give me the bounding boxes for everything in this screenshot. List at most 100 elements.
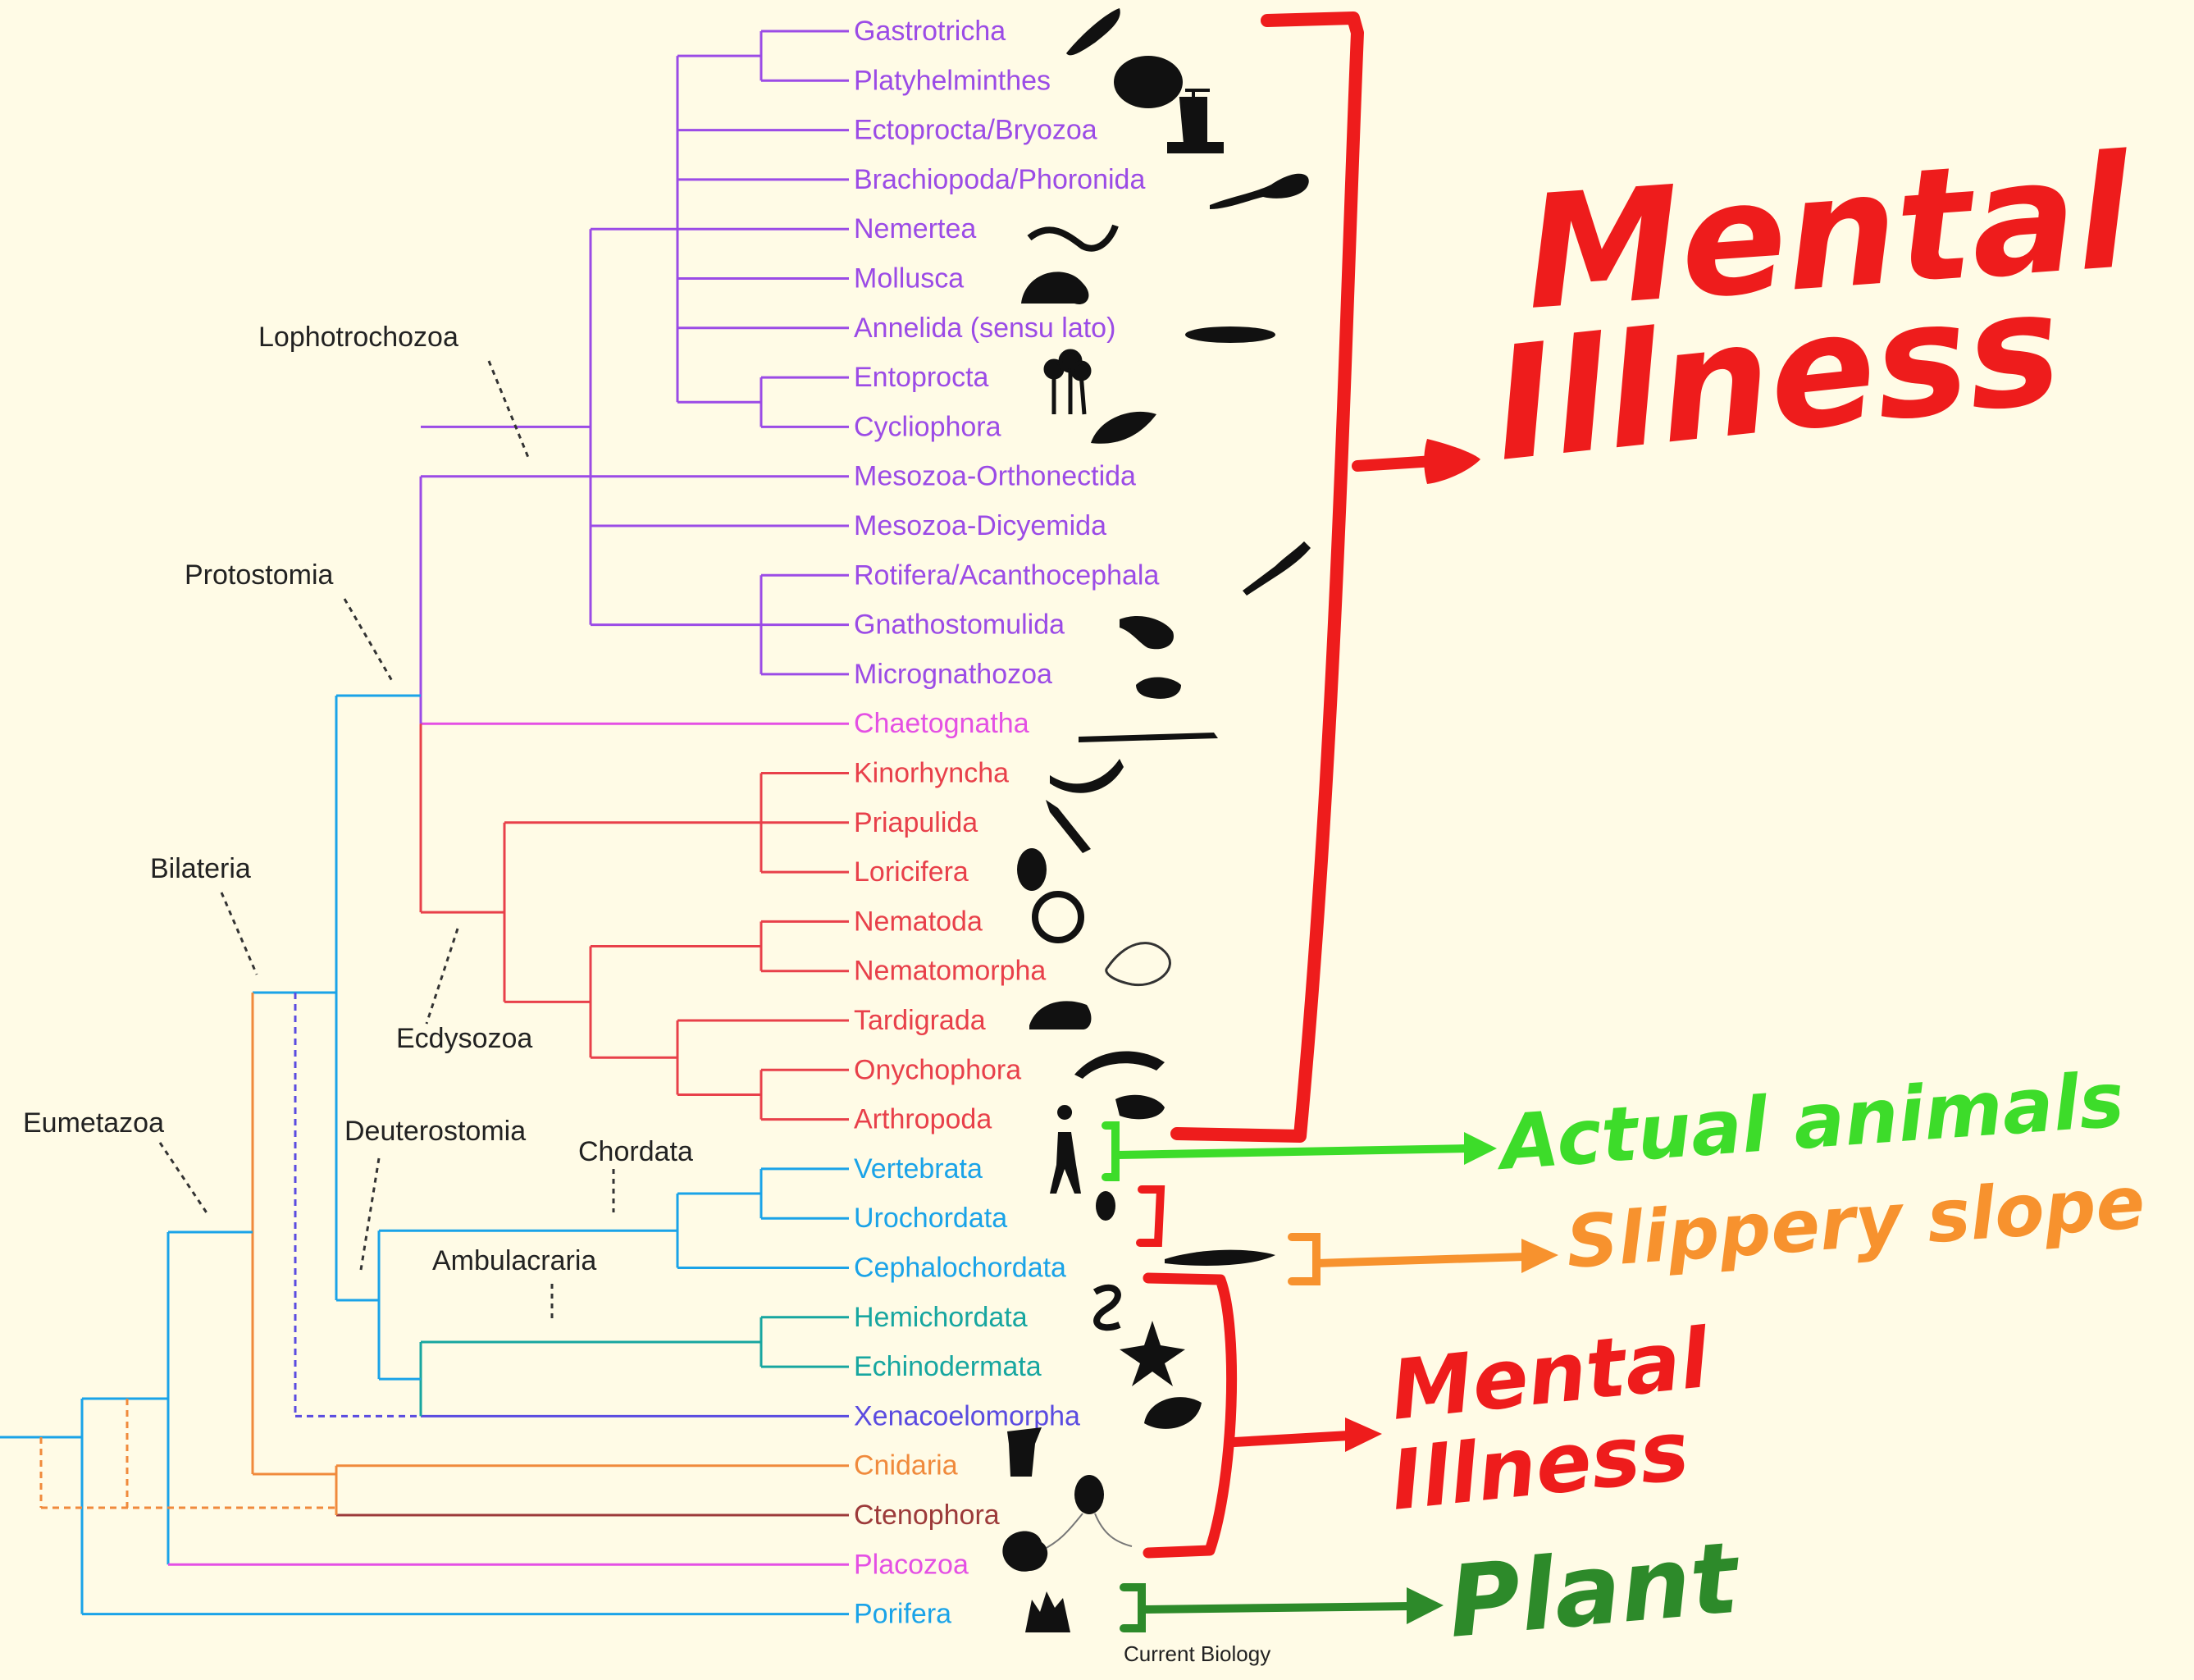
taxon-label: Gnathostomulida [854, 609, 1065, 641]
platyhelminthes-silhouette-icon [1114, 56, 1183, 108]
taxon-label: Placozoa [854, 1549, 969, 1580]
annotation-slippery-slope: Slippery slope [1563, 1160, 2147, 1285]
cephalochordata-silhouette-icon [1165, 1249, 1275, 1266]
taxon-label: Mollusca [854, 263, 964, 294]
taxon-label: Priapulida [854, 807, 978, 838]
taxon-label: Hemichordata [854, 1302, 1028, 1333]
taxon-label: Cephalochordata [854, 1253, 1066, 1284]
clade-label: Lophotrochozoa [258, 322, 458, 353]
placozoa-silhouette-icon [1002, 1531, 1048, 1572]
clade-label: Bilateria [150, 853, 251, 884]
taxon-label: Kinorhyncha [854, 758, 1009, 789]
entoprocta-silhouette-icon [1043, 349, 1092, 415]
gastrotricha-silhouette-icon [1066, 8, 1120, 56]
clade-leader-line [359, 1157, 381, 1271]
clade-label: Chordata [578, 1136, 693, 1167]
annotation-bracket-actual-animals [1102, 1121, 1120, 1181]
annotation-arrow-plant [1138, 1602, 1415, 1614]
annotation-arrow-slippery-slope [1312, 1253, 1530, 1267]
organism-silhouettes [1002, 8, 1311, 1632]
taxon-labels: GastrotrichaPlatyhelminthesEctoprocta/Br… [23, 16, 1159, 1630]
clade-label: Ecdysozoa [396, 1023, 532, 1054]
onychophora-silhouette-icon [1074, 1051, 1165, 1079]
kinorhyncha-silhouette-icon [1050, 759, 1124, 793]
taxon-label: Micrognathozoa [854, 659, 1052, 690]
annotation-arrowhead-actual-animals-icon [1464, 1132, 1497, 1165]
annotation-arrow-mental-illness-2 [1229, 1431, 1354, 1447]
echinodermata-starfish-icon [1120, 1321, 1185, 1386]
annotation-mental-illness-1-line1: Mental [1520, 121, 2138, 345]
taxon-label: Xenacoelomorpha [854, 1400, 1080, 1431]
annotation-bracket-urochordata [1136, 1185, 1165, 1247]
figure-credit: Current Biology [1124, 1641, 1270, 1666]
hand-drawn-annotations: Mental Illness Actual animals Slippery s… [1102, 11, 2147, 1660]
taxon-label: Mesozoa-Orthonectida [854, 461, 1136, 492]
clade-label: Protostomia [185, 559, 333, 591]
taxon-label: Mesozoa-Dicyemida [854, 510, 1106, 541]
tardigrada-silhouette-icon [1029, 1001, 1092, 1029]
clade-label: Deuterostomia [344, 1116, 526, 1147]
clade-leader-line [220, 892, 258, 975]
taxon-label: Urochordata [854, 1203, 1007, 1234]
clade-label: Ambulacraria [432, 1245, 596, 1276]
clade-leader-line [158, 1142, 209, 1215]
taxon-label: Nemertea [854, 213, 976, 244]
hemichordata-silhouette-icon [1092, 1284, 1121, 1331]
annotation-bracket-mental-illness-1 [1170, 11, 1364, 1143]
chaetognatha-silhouette-icon [1079, 733, 1218, 742]
annotation-plant: Plant [1444, 1521, 1745, 1660]
taxon-label: Echinodermata [854, 1351, 1042, 1382]
taxon-label: Porifera [854, 1599, 951, 1630]
clade-leader-line [487, 360, 531, 460]
taxon-label: Tardigrada [854, 1005, 986, 1036]
gnathostomulida-silhouette-icon [1120, 615, 1174, 650]
nematomorpha-silhouette-icon [1105, 942, 1171, 987]
mollusca-silhouette-icon [1021, 272, 1089, 304]
taxon-label: Brachiopoda/Phoronida [854, 164, 1145, 195]
taxon-label: Entoprocta [854, 362, 989, 393]
annotation-bracket-mental-illness-2 [1143, 1272, 1238, 1559]
taxon-label: Nematoda [854, 906, 983, 937]
bryozoa-silhouette-icon [1167, 89, 1224, 153]
urochordata-silhouette-icon [1096, 1191, 1115, 1221]
clade-leader-line [425, 928, 459, 1025]
annotation-arrowhead-mental-illness-1-icon [1424, 439, 1480, 484]
ctenophora-silhouette-icon [1074, 1475, 1104, 1514]
taxon-label: Nematomorpha [854, 956, 1046, 987]
ctenophora-tentacles-icon [1041, 1513, 1133, 1551]
clade-leader-line [343, 598, 394, 682]
taxon-label: Vertebrata [854, 1153, 983, 1185]
loricifera-silhouette-icon [1017, 848, 1047, 891]
vertebrata-human-silhouette-icon [1050, 1105, 1081, 1194]
arthropoda-silhouette-icon [1115, 1094, 1165, 1120]
taxon-label: Platyhelminthes [854, 65, 1051, 96]
taxon-label: Loricifera [854, 856, 969, 888]
clade-label: Eumetazoa [23, 1107, 164, 1139]
taxon-label: Ectoprocta/Bryozoa [854, 115, 1097, 146]
taxon-label: Chaetognatha [854, 708, 1029, 739]
xenacoelomorpha-silhouette-icon [1144, 1397, 1202, 1429]
cnidaria-silhouette-icon [1007, 1427, 1042, 1477]
annotation-bracket-slippery-slope [1288, 1233, 1321, 1285]
annotation-arrowhead-plant-icon [1407, 1587, 1444, 1624]
nemertea-silhouette-icon [1027, 224, 1119, 252]
brachiopoda-silhouette-icon [1210, 173, 1309, 209]
annotation-arrowhead-slippery-slope-icon [1521, 1239, 1558, 1273]
priapulida-silhouette-icon [1046, 800, 1091, 853]
rotifera-silhouette-icon [1243, 541, 1311, 596]
annotation-arrowhead-mental-illness-2-icon [1345, 1418, 1382, 1452]
taxon-label: Cycliophora [854, 411, 1001, 442]
taxon-label: Annelida (sensu lato) [854, 313, 1115, 344]
taxon-label: Ctenophora [854, 1500, 1000, 1531]
taxon-label: Rotifera/Acanthocephala [854, 559, 1159, 591]
taxon-label: Cnidaria [854, 1450, 958, 1481]
taxon-label: Gastrotricha [854, 16, 1006, 47]
micrognathozoa-silhouette-icon [1136, 677, 1181, 699]
nematoda-silhouette-icon [1032, 891, 1084, 943]
porifera-sponge-icon [1025, 1591, 1070, 1632]
annelida-silhouette-icon [1185, 326, 1275, 343]
annotation-arrow-actual-animals [1113, 1144, 1472, 1159]
taxon-label: Arthropoda [854, 1104, 992, 1135]
